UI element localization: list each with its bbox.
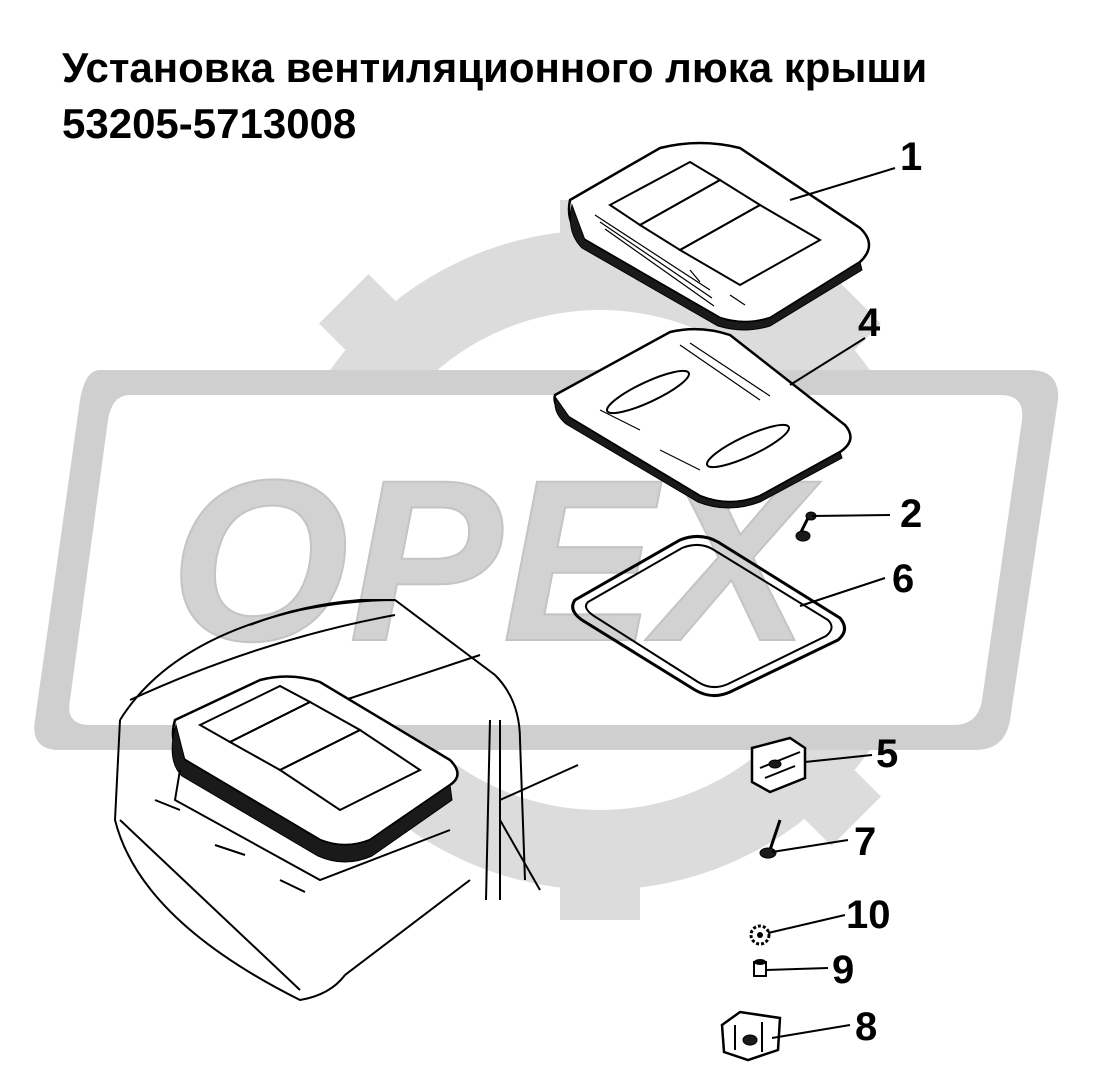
callout-10: 10 [846, 893, 891, 937]
title-line-2: 53205-5713008 [62, 100, 357, 147]
callout-2: 2 [900, 492, 922, 536]
part-8-clip [720, 1010, 782, 1062]
callout-5: 5 [876, 732, 898, 776]
callout-4: 4 [858, 301, 881, 345]
part-7-bolt [759, 819, 782, 859]
callout-1: 1 [900, 135, 922, 179]
callout-7: 7 [854, 820, 876, 864]
leader-5 [804, 754, 873, 763]
leader-2 [811, 514, 891, 517]
part-5-bracket [750, 736, 807, 794]
title-line-1: Установка вентиляционного люка крыши [62, 44, 928, 91]
part-6-seal-frame [571, 535, 846, 697]
leader-6 [799, 577, 886, 607]
leader-10 [767, 914, 846, 934]
callout-9: 9 [832, 948, 854, 992]
leader-8 [771, 1024, 851, 1039]
part-4-inner-panel [553, 327, 852, 509]
callout-6: 6 [892, 557, 914, 601]
part-10-lock-washer [749, 924, 771, 946]
part-1-hatch-cover [567, 141, 871, 331]
leader-9 [765, 967, 829, 971]
leader-7 [771, 839, 849, 853]
page-title: Установка вентиляционного люка крыши 532… [62, 40, 927, 152]
callout-8: 8 [855, 1005, 877, 1049]
leader-4 [789, 337, 866, 386]
part-9-nut [753, 959, 767, 977]
callout-labels: 1 4 2 6 5 7 10 9 8 [832, 135, 922, 1049]
leader-1 [789, 167, 896, 201]
leader-lines [765, 167, 896, 1039]
cab-roof-assembly [113, 598, 579, 1002]
